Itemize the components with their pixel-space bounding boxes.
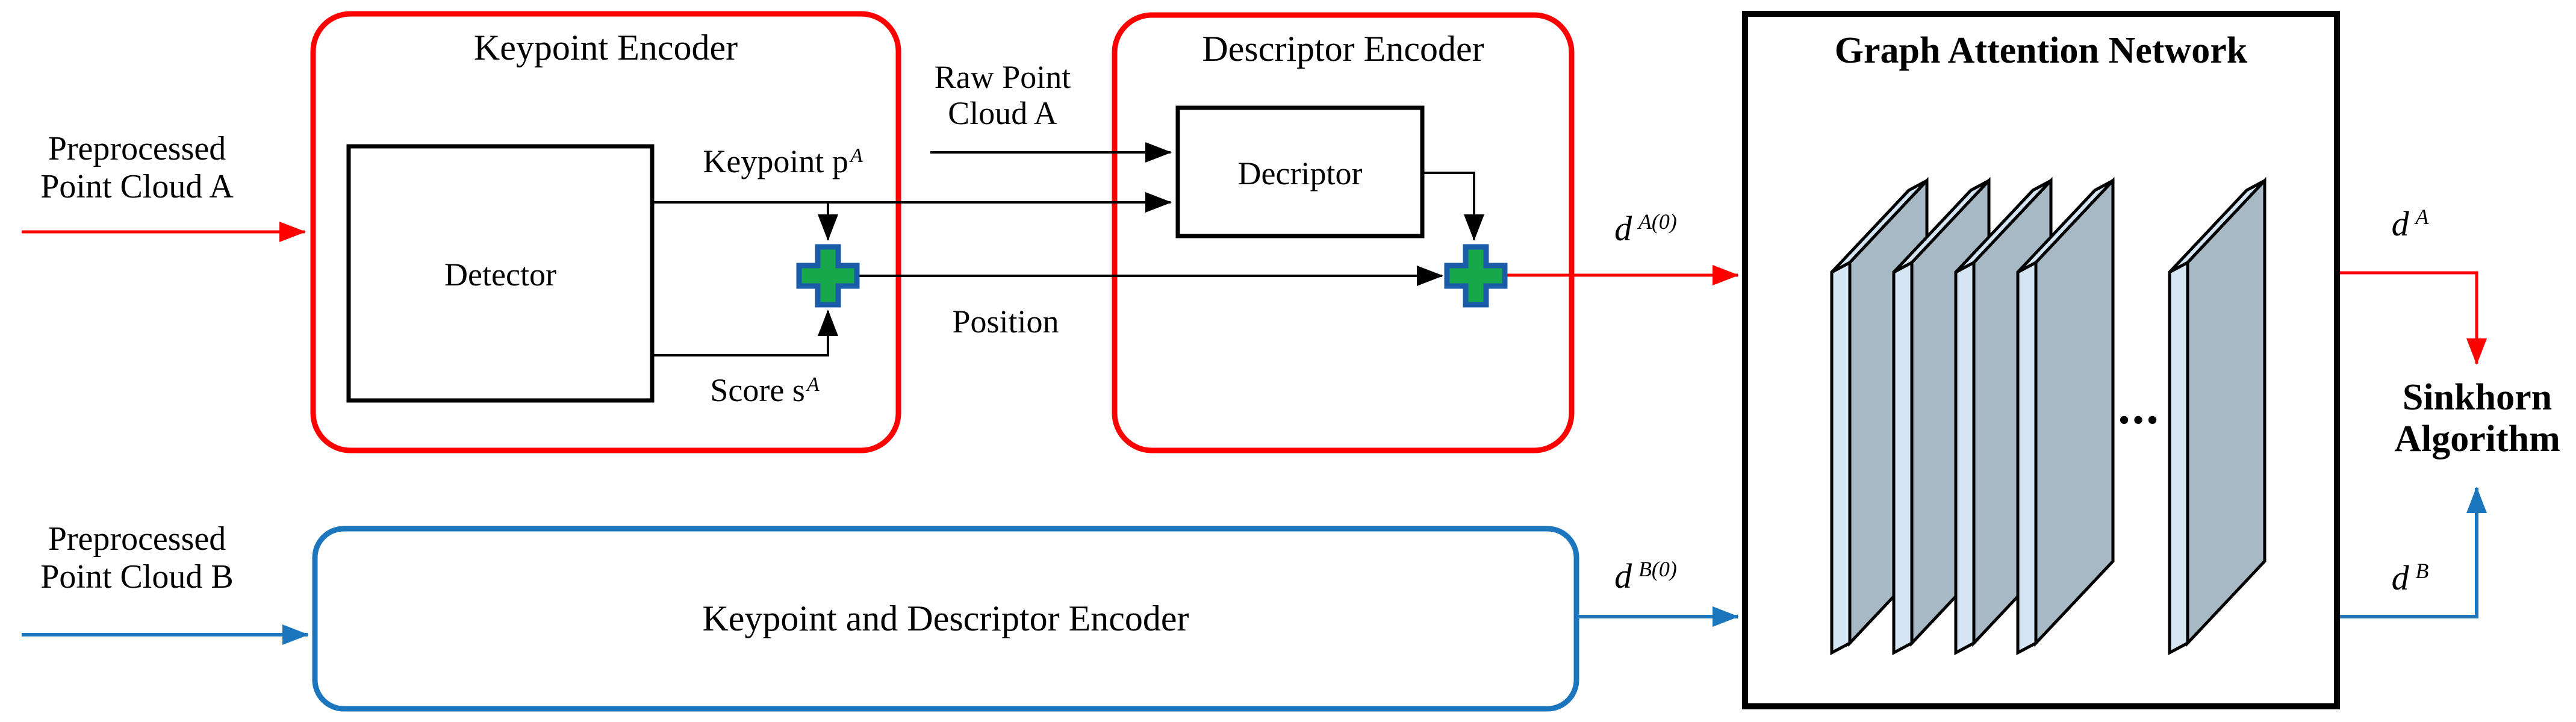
decriptor-label: Decriptor [1237, 155, 1363, 191]
detector-label: Detector [444, 257, 556, 293]
keypoint-output-base: Keypoint p [703, 143, 848, 179]
score-line [654, 310, 838, 356]
sinkhorn-label: Sinkhorn Algorithm [2382, 377, 2572, 461]
position-label: Position [952, 303, 1059, 340]
d-b-base: d [2391, 558, 2409, 597]
keypoint-encoder-title: Keypoint Encoder [473, 28, 738, 67]
decriptor-box [1175, 105, 1425, 238]
input-a-label: Preprocessed Point Cloud A [15, 130, 259, 205]
add-icon-descriptor [1447, 247, 1505, 305]
d-b-arrow [2340, 487, 2487, 618]
d-b-sup: B [2415, 559, 2429, 584]
add-icon-keypoint [799, 247, 857, 305]
input-a-line2: Point Cloud A [40, 167, 234, 205]
descriptor-encoder-title: Descriptor Encoder [1202, 29, 1484, 69]
raw-point-cloud-label: Raw Point Cloud A [909, 59, 1096, 132]
score-output-sup: A [807, 373, 820, 396]
d-a0-sup: A(0) [1638, 210, 1677, 234]
keypoint-descriptor-encoder-b-box [312, 526, 1579, 712]
score-output-base: Score s [710, 372, 805, 408]
d-a0-base: d [1614, 209, 1632, 248]
input-b-line2: Point Cloud B [40, 558, 234, 596]
d-b0-sup: B(0) [1638, 557, 1677, 582]
input-b-line1: Preprocessed [48, 520, 226, 558]
descriptor-encoder-box [1112, 12, 1575, 453]
decriptor-output-arrow [1424, 172, 1484, 241]
keypoint-output-label: Keypoint pA [677, 143, 888, 179]
d-a-base: d [2391, 204, 2409, 243]
gan-ellipsis: ... [2118, 379, 2161, 434]
d-a-sup: A [2415, 205, 2429, 229]
gan-layers [1832, 181, 2265, 653]
sinkhorn-line2: Algorithm [2394, 419, 2560, 460]
input-a-line1: Preprocessed [48, 130, 226, 167]
raw-point-cloud-line1: Raw Point [934, 59, 1071, 95]
d-a-arrow [2340, 271, 2487, 365]
detector-box [346, 144, 655, 403]
keypoint-encoder-box [310, 11, 901, 453]
gan-title: Graph Attention Network [1834, 30, 2248, 71]
d-b0-base: d [1614, 556, 1632, 596]
input-b-label: Preprocessed Point Cloud B [15, 520, 259, 596]
keypoint-descriptor-encoder-b-label: Keypoint and Descriptor Encoder [702, 599, 1189, 638]
score-output-label: Score sA [674, 372, 855, 408]
sinkhorn-line1: Sinkhorn [2402, 377, 2553, 418]
keypoint-output-sup: A [850, 144, 863, 167]
raw-point-cloud-line2: Cloud A [948, 95, 1057, 132]
